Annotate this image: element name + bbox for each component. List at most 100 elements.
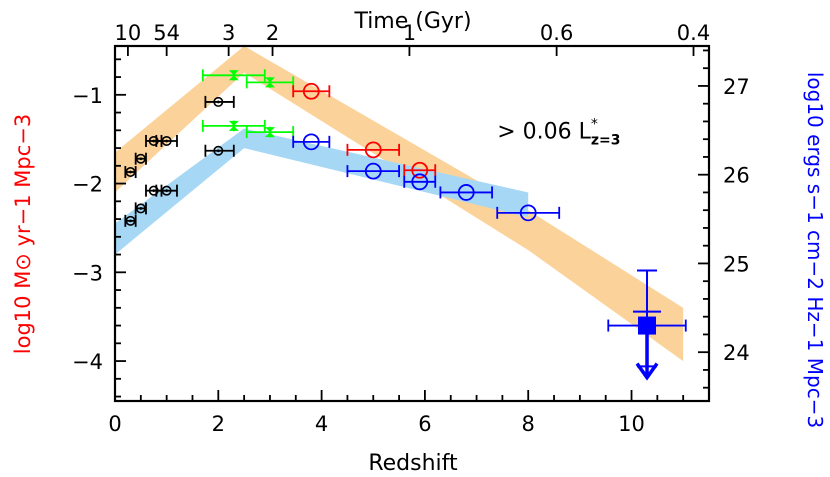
- x-tick-label: 4: [315, 412, 328, 436]
- point-marker: [364, 162, 382, 180]
- y-left-tick-label: −4: [72, 350, 103, 374]
- point-center: [216, 100, 220, 104]
- point-marker: [161, 135, 172, 146]
- axis-ticks: [114, 46, 709, 401]
- y-left-tick-labels: −1 −2 −3 −4: [72, 84, 103, 374]
- x-tick-label: 6: [418, 412, 431, 436]
- series-group: [292, 82, 437, 179]
- band-area: [115, 46, 684, 362]
- data-point: [124, 214, 137, 227]
- y-right-tick-label: 25: [723, 252, 750, 276]
- point-marker: [125, 167, 136, 178]
- top-tick-label: 0.6: [540, 21, 573, 45]
- data-point: [204, 95, 235, 108]
- point-marker: [228, 125, 239, 131]
- point-marker: [302, 82, 320, 100]
- x-tick-label: 8: [522, 412, 535, 436]
- series-group: [292, 133, 561, 222]
- point-marker: [519, 204, 537, 222]
- data-point: [204, 144, 235, 157]
- x-tick-label: 2: [212, 412, 225, 436]
- top-tick-label: 1: [403, 21, 416, 45]
- x-axis-tick-labels: 0 2 4 6 8 10: [108, 412, 645, 436]
- point-marker: [135, 203, 146, 214]
- y-right-axis-title: log10 ergs s−1 cm−2 Hz−1 Mpc−3: [803, 72, 827, 428]
- data-point: [245, 76, 295, 89]
- point-marker: [228, 75, 239, 81]
- point-center: [129, 170, 132, 174]
- data-point: [155, 184, 178, 197]
- point-marker: [411, 161, 429, 179]
- point-marker: [302, 133, 320, 151]
- data-point: [292, 133, 331, 151]
- data-point: [496, 204, 561, 222]
- top-tick-label: 3: [222, 21, 235, 45]
- series-group: [607, 269, 687, 381]
- data-series: [124, 69, 687, 381]
- point-marker: [638, 316, 657, 335]
- plot-frame: [113, 44, 711, 403]
- series-group: [201, 69, 295, 139]
- point-marker: [457, 184, 475, 201]
- data-point: [155, 134, 178, 147]
- y-left-axis-title: log10 M⊙ yr−1 Mpc−3: [11, 114, 35, 354]
- point-marker: [213, 145, 224, 156]
- x-axis-title: Redshift: [368, 451, 458, 476]
- upper-limit-arrow: [635, 362, 659, 381]
- point-center: [152, 189, 156, 193]
- data-point: [292, 82, 331, 100]
- y-left-tick-label: −1: [72, 84, 103, 108]
- top-axis-title: Time (Gyr): [353, 9, 471, 34]
- data-point: [346, 141, 400, 159]
- y-left-tick-label: −2: [72, 173, 103, 197]
- top-tick-label: 10: [115, 21, 142, 45]
- point-marker: [135, 153, 146, 164]
- point-marker: [264, 77, 275, 83]
- data-point: [346, 162, 400, 180]
- data-point: [245, 126, 295, 139]
- data-point: [124, 166, 137, 179]
- y-left-tick-label: −3: [72, 261, 103, 285]
- threshold-annotation: > 0.06 L*z=3: [497, 116, 620, 148]
- x-tick-label: 0: [108, 412, 121, 436]
- annotation-text: > 0.06 L: [497, 119, 591, 144]
- point-marker: [364, 141, 382, 159]
- y-right-tick-label: 27: [723, 75, 750, 99]
- point-marker: [213, 96, 224, 107]
- point-center: [139, 207, 143, 210]
- top-axis-tick-labels: 10 54 3 2 1 0.6 0.4: [115, 21, 711, 45]
- data-point: [439, 184, 493, 201]
- annotation-superscript: *: [591, 116, 598, 132]
- confidence-bands: [115, 46, 684, 362]
- top-tick-label: 2: [266, 21, 279, 45]
- point-center: [152, 139, 156, 143]
- y-right-tick-label: 26: [723, 164, 750, 188]
- data-point: [403, 161, 437, 179]
- top-tick-label: 54: [153, 21, 180, 45]
- data-point: [134, 202, 147, 215]
- point-marker: [411, 173, 429, 191]
- point-marker: [228, 70, 239, 76]
- band-area: [115, 128, 529, 255]
- data-point: [403, 173, 437, 191]
- data-point: [201, 119, 266, 132]
- annotation-subscript: z=3: [591, 132, 621, 148]
- data-point: [607, 269, 687, 381]
- point-center: [216, 149, 220, 153]
- point-marker: [264, 132, 275, 138]
- point-marker: [125, 215, 136, 226]
- x-tick-label: 10: [618, 412, 645, 436]
- point-marker: [228, 120, 239, 126]
- y-right-tick-labels: 27 26 25 24: [723, 75, 750, 365]
- data-point: [201, 69, 266, 82]
- point-center: [165, 139, 169, 143]
- data-point: [134, 152, 147, 165]
- point-marker: [264, 127, 275, 133]
- series-group: [124, 95, 235, 227]
- point-marker: [161, 185, 172, 196]
- y-right-tick-label: 24: [723, 341, 750, 365]
- point-center: [129, 219, 132, 223]
- point-marker: [264, 82, 275, 88]
- point-center: [165, 189, 169, 193]
